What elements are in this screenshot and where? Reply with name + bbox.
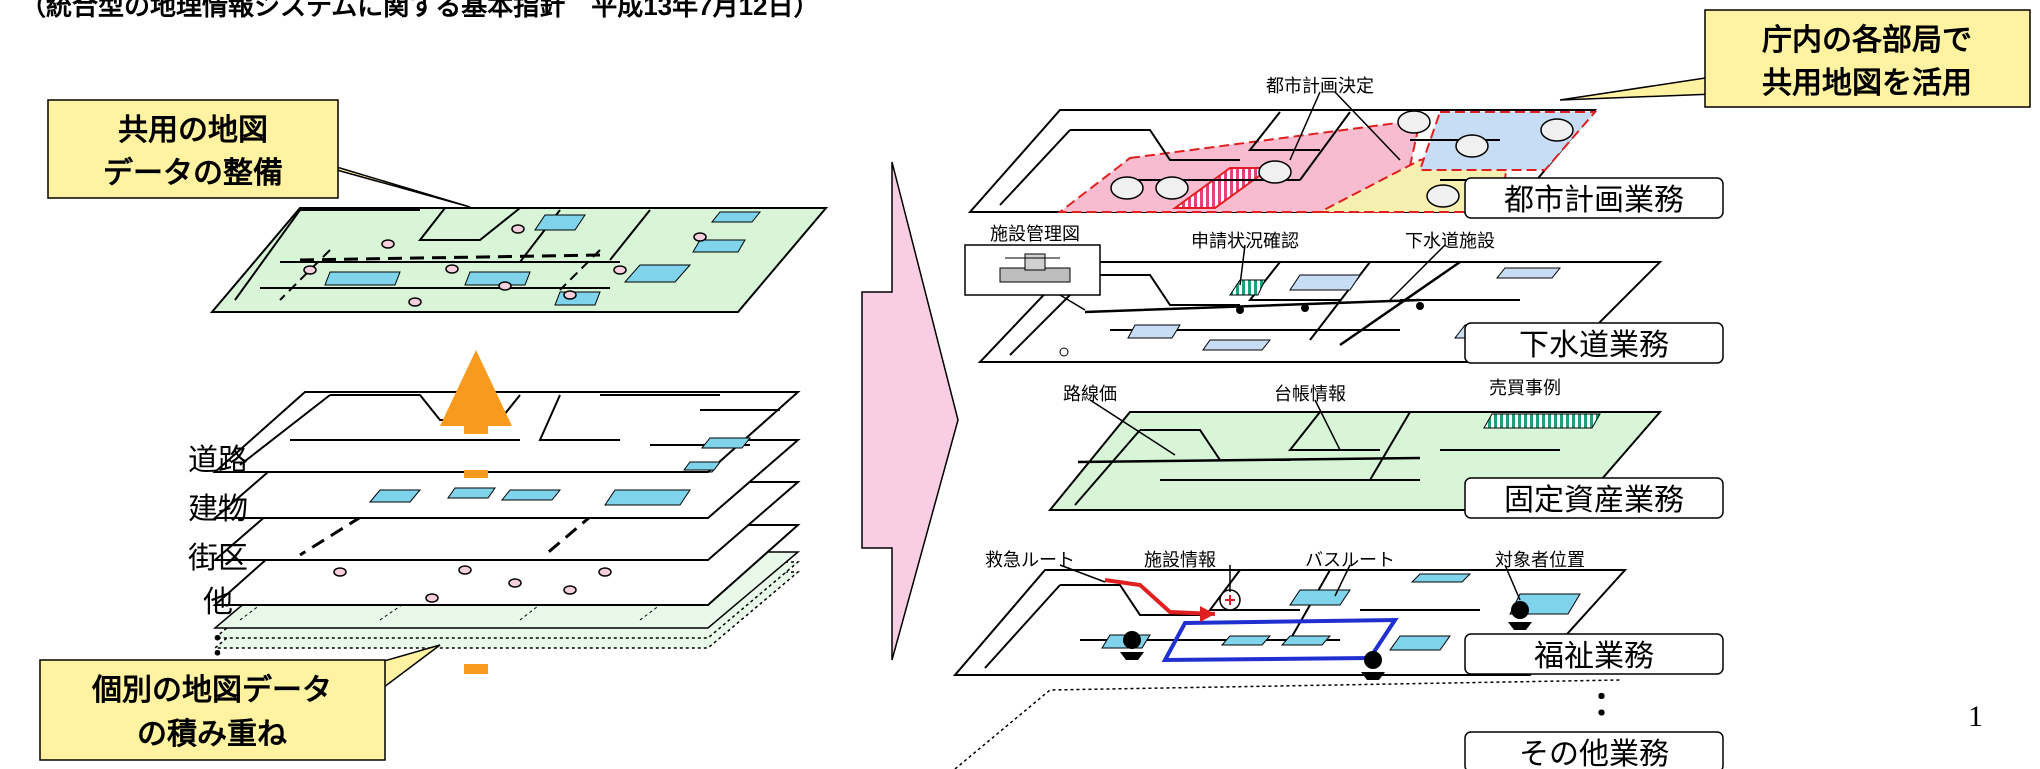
layer-label-other: 他 (203, 586, 233, 619)
callout-shared-line1: 共用の地図 (118, 114, 268, 147)
business-label-urban: 都市計画業務 (1504, 184, 1684, 217)
facility-map-inset: 施設管理図 (964, 224, 1101, 311)
callout-individual-data: 個別の地図データ の積み重ね (39, 644, 441, 761)
urban-planning-layer: 都市計画決定 (967, 76, 1598, 213)
layer-label-more: ： (210, 629, 240, 662)
layer-label-block: 街区 (188, 542, 248, 575)
welfare-layer: 救急ルート 施設情報 バスルート 対象者位置 (952, 550, 1628, 680)
anno-bus-route: バスルート (1305, 550, 1395, 570)
callout-departments-line1: 庁内の各部局で (1762, 23, 1972, 57)
anno-target-location: 対象者位置 (1495, 550, 1585, 570)
callout-shared-line2: データの整備 (103, 156, 283, 190)
anno-facility-map: 施設管理図 (990, 224, 1080, 244)
business-label-sewer: 下水道業務 (1519, 329, 1669, 362)
anno-urban-decision: 都市計画決定 (1266, 76, 1374, 96)
road-layer (212, 391, 801, 473)
layer-label-building: 建物 (188, 493, 248, 526)
anno-emergency-route: 救急ルート (985, 550, 1075, 570)
anno-ledger-info: 台帳情報 (1274, 384, 1346, 404)
business-label-welfare: 福祉業務 (1534, 640, 1654, 673)
business-label-other: その他業務 (1519, 738, 1669, 769)
anno-sewer-facility: 下水道施設 (1405, 231, 1495, 251)
callout-individual-line2: の積み重ね (137, 718, 287, 751)
big-transform-arrow (861, 161, 959, 661)
anno-application-status: 申請状況確認 (1191, 231, 1299, 251)
callout-individual-line1: 個別の地図データ (91, 673, 332, 707)
callout-shared-data: 共用の地図 データの整備 (47, 99, 471, 208)
anno-sale-cases: 売買事例 (1489, 378, 1561, 398)
continuation-mark: ： (1593, 685, 1627, 723)
business-label-fixed-asset: 固定資産業務 (1504, 484, 1684, 517)
orange-up-arrow (440, 350, 512, 674)
anno-route-price: 路線価 (1063, 384, 1117, 404)
page-number: 1 (1968, 700, 1983, 733)
layer-label-road: 道路 (188, 444, 248, 477)
anno-facility-info: 施設情報 (1144, 550, 1216, 570)
shared-map-layer (209, 207, 829, 313)
callout-departments-line2: 共用地図を活用 (1762, 67, 1972, 100)
source-caption: （統合型の地理情報システムに関する基本指針 平成13年7月12日） (20, 0, 820, 21)
callout-departments: 庁内の各部局で 共用地図を活用 (1559, 9, 2031, 108)
